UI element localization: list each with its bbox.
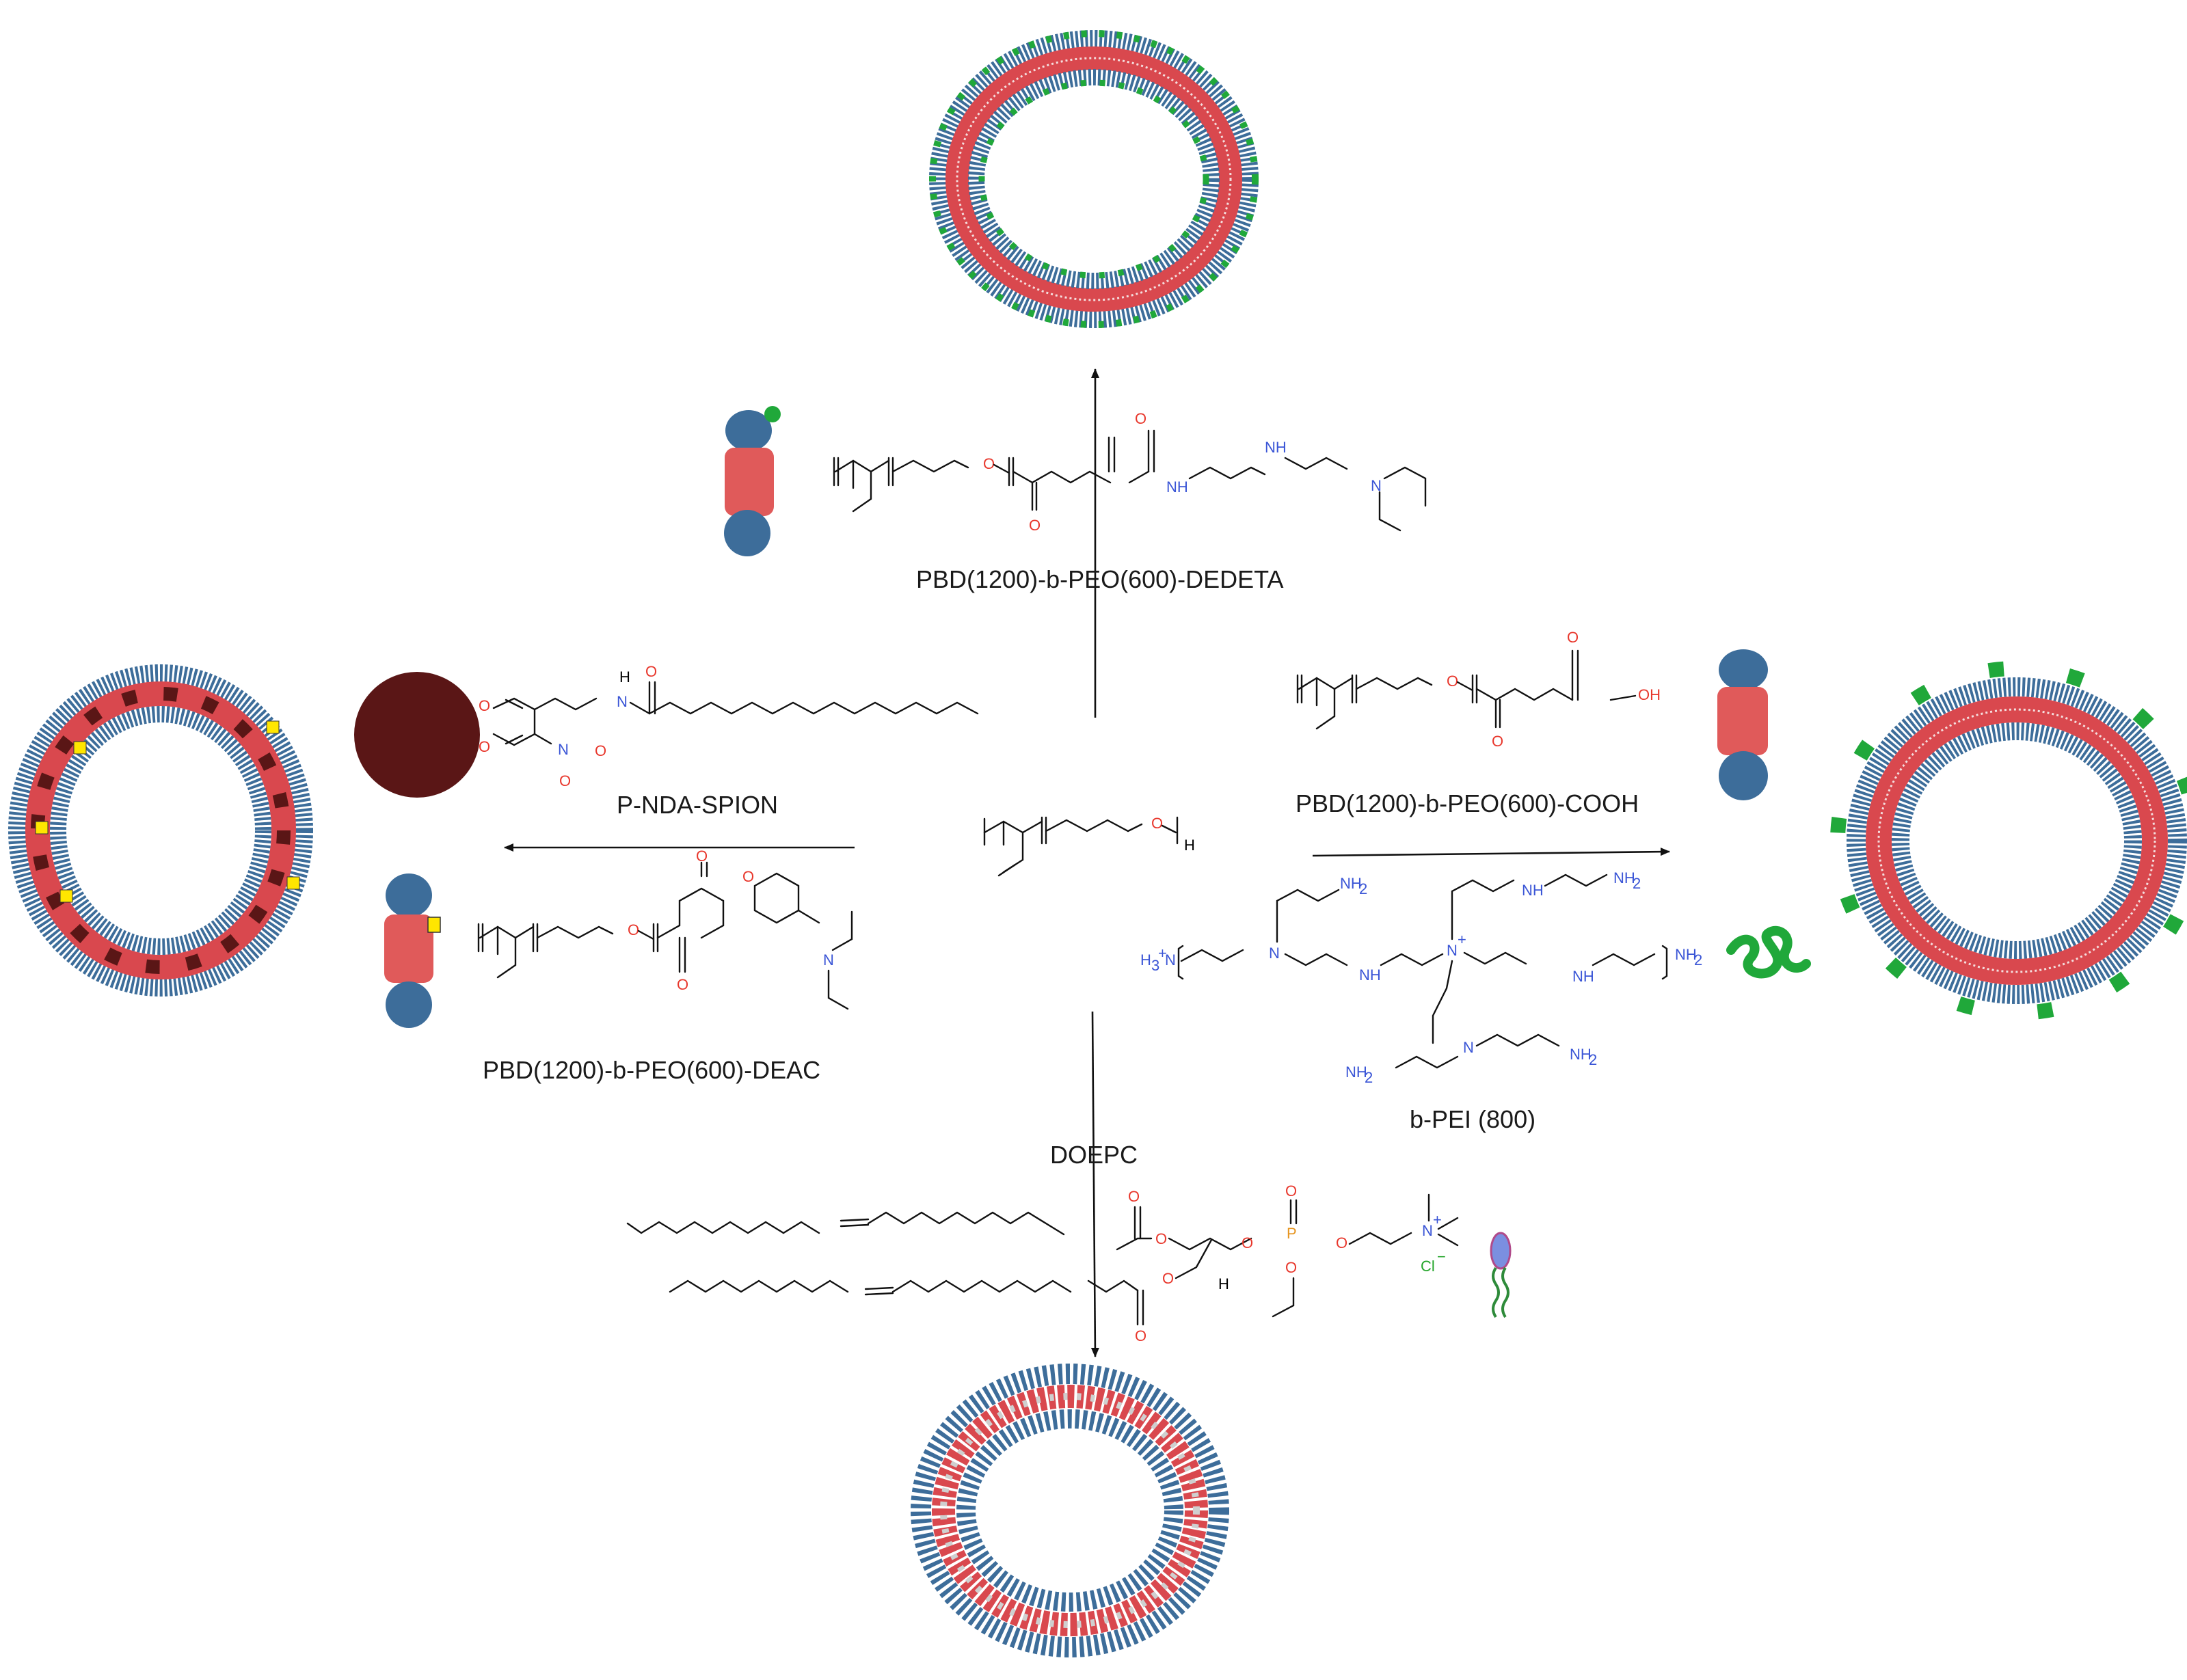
spion-o4: O bbox=[559, 772, 571, 789]
pei-nh2-a-sub: 2 bbox=[1359, 880, 1367, 897]
label-spion: P-NDA-SPION bbox=[617, 791, 778, 819]
polymer-icon-cooh bbox=[1717, 649, 1768, 800]
doepc-o2: O bbox=[1155, 1230, 1167, 1247]
pei-h3n-plus: + bbox=[1158, 945, 1167, 962]
cooh-o1: O bbox=[1447, 673, 1458, 690]
cooh-o3: O bbox=[1567, 629, 1579, 646]
pei-nh2-d: NH bbox=[1345, 1063, 1367, 1081]
pei-h3n: H bbox=[1140, 951, 1151, 968]
spion-nanoparticle bbox=[354, 672, 480, 798]
deac-o2: O bbox=[677, 976, 688, 993]
label-doepc: DOEPC bbox=[1050, 1141, 1138, 1169]
structure-dedeta: O O O NH NH N bbox=[833, 410, 1427, 534]
pei-nh2-b: NH bbox=[1613, 869, 1635, 886]
arrow-right bbox=[1312, 848, 1670, 857]
center-pbd-peo-oh: O H bbox=[983, 815, 1195, 877]
vesicle-dedeta bbox=[929, 30, 1259, 328]
doepc-p: P bbox=[1287, 1225, 1297, 1242]
vesicle-bpei bbox=[1830, 661, 2187, 1020]
cooh-oh: OH bbox=[1638, 686, 1661, 703]
label-deac: PBD(1200)-b-PEO(600)-DEAC bbox=[483, 1056, 820, 1084]
pei-nh2-a: NH bbox=[1340, 875, 1362, 892]
polymer-icon-dedeta bbox=[724, 406, 781, 556]
label-cooh: PBD(1200)-b-PEO(600)-COOH bbox=[1296, 789, 1639, 817]
structure-spion-ligand: O O N O O N H O bbox=[479, 663, 979, 789]
spion-o2: O bbox=[479, 738, 490, 755]
doepc-o6: O bbox=[1336, 1234, 1347, 1251]
dedeta-n3: N bbox=[1371, 477, 1382, 494]
doepc-o1: O bbox=[1128, 1188, 1140, 1205]
pei-h3n-sub: 3 bbox=[1151, 957, 1159, 974]
dedeta-n1: NH bbox=[1166, 478, 1188, 496]
label-bpei: b-PEI (800) bbox=[1410, 1105, 1535, 1133]
structure-bpei: H 3 + N N NH 2 NH N + NH NH 2 NH NH 2 N … bbox=[1140, 869, 1702, 1086]
cooh-o2: O bbox=[1492, 733, 1503, 750]
pei-n4: NH bbox=[1572, 968, 1594, 985]
spion-o1: O bbox=[479, 697, 490, 714]
pei-n-quat: N bbox=[1447, 942, 1458, 959]
spion-o5: O bbox=[645, 663, 657, 680]
label-dedeta: PBD(1200)-b-PEO(600)-DEDETA bbox=[916, 565, 1284, 593]
doepc-nplus-sign: + bbox=[1433, 1211, 1442, 1228]
spion-n-nitro: N bbox=[558, 741, 569, 758]
center-o: O bbox=[1151, 815, 1163, 832]
doepc-o4: O bbox=[1285, 1182, 1297, 1200]
doepc-o7: O bbox=[1135, 1327, 1146, 1344]
pei-nh2-d-sub: 2 bbox=[1365, 1069, 1373, 1086]
spion-nh-h: H bbox=[619, 668, 630, 686]
dedeta-o1: O bbox=[983, 455, 995, 472]
arrow-down bbox=[1090, 1011, 1099, 1357]
structure-doepc: O O O P O O O N + Cl − O O H bbox=[626, 1182, 1459, 1344]
doepc-nplus: N bbox=[1422, 1222, 1433, 1239]
doepc-o3: O bbox=[1242, 1234, 1253, 1251]
pei-nh2-c: NH bbox=[1675, 946, 1697, 963]
center-h: H bbox=[1184, 837, 1195, 854]
pei-nh2-b-sub: 2 bbox=[1633, 875, 1641, 892]
pei-h3n-n: N bbox=[1165, 951, 1176, 968]
deac-o1: O bbox=[628, 921, 639, 938]
doepc-cl: Cl bbox=[1421, 1258, 1435, 1275]
deac-o3: O bbox=[696, 848, 708, 865]
dedeta-o3: O bbox=[1135, 410, 1146, 427]
spion-nh: N bbox=[617, 693, 628, 710]
doepc-o5: O bbox=[1285, 1259, 1297, 1276]
spion-o3: O bbox=[595, 742, 606, 759]
deac-n: N bbox=[823, 951, 834, 968]
doepc-cl-minus: − bbox=[1437, 1248, 1446, 1265]
structure-cooh: O O O OH bbox=[1296, 629, 1661, 750]
lipid-icon bbox=[1490, 1232, 1512, 1318]
pei-n-quat-plus: + bbox=[1458, 931, 1466, 948]
pei-n5: N bbox=[1463, 1039, 1474, 1056]
vesicle-doepc bbox=[911, 1364, 1229, 1657]
pei-n3: NH bbox=[1522, 882, 1544, 899]
doepc-o8: O bbox=[1162, 1270, 1174, 1287]
pei-nh2-e: NH bbox=[1570, 1046, 1592, 1063]
pei-n2: NH bbox=[1359, 966, 1381, 984]
pei-nh2-c-sub: 2 bbox=[1694, 951, 1702, 968]
pei-icon bbox=[1726, 925, 1811, 979]
dedeta-n2: NH bbox=[1265, 439, 1287, 456]
doepc-h: H bbox=[1218, 1275, 1229, 1292]
dedeta-o2: O bbox=[1029, 517, 1041, 534]
pei-n1: N bbox=[1269, 945, 1280, 962]
pei-nh2-e-sub: 2 bbox=[1589, 1051, 1597, 1068]
deac-o4: O bbox=[742, 868, 754, 885]
polymer-icon-deac bbox=[384, 873, 441, 1028]
structure-deac: O O O O N bbox=[477, 848, 853, 1010]
vesicle-spion bbox=[8, 664, 313, 997]
